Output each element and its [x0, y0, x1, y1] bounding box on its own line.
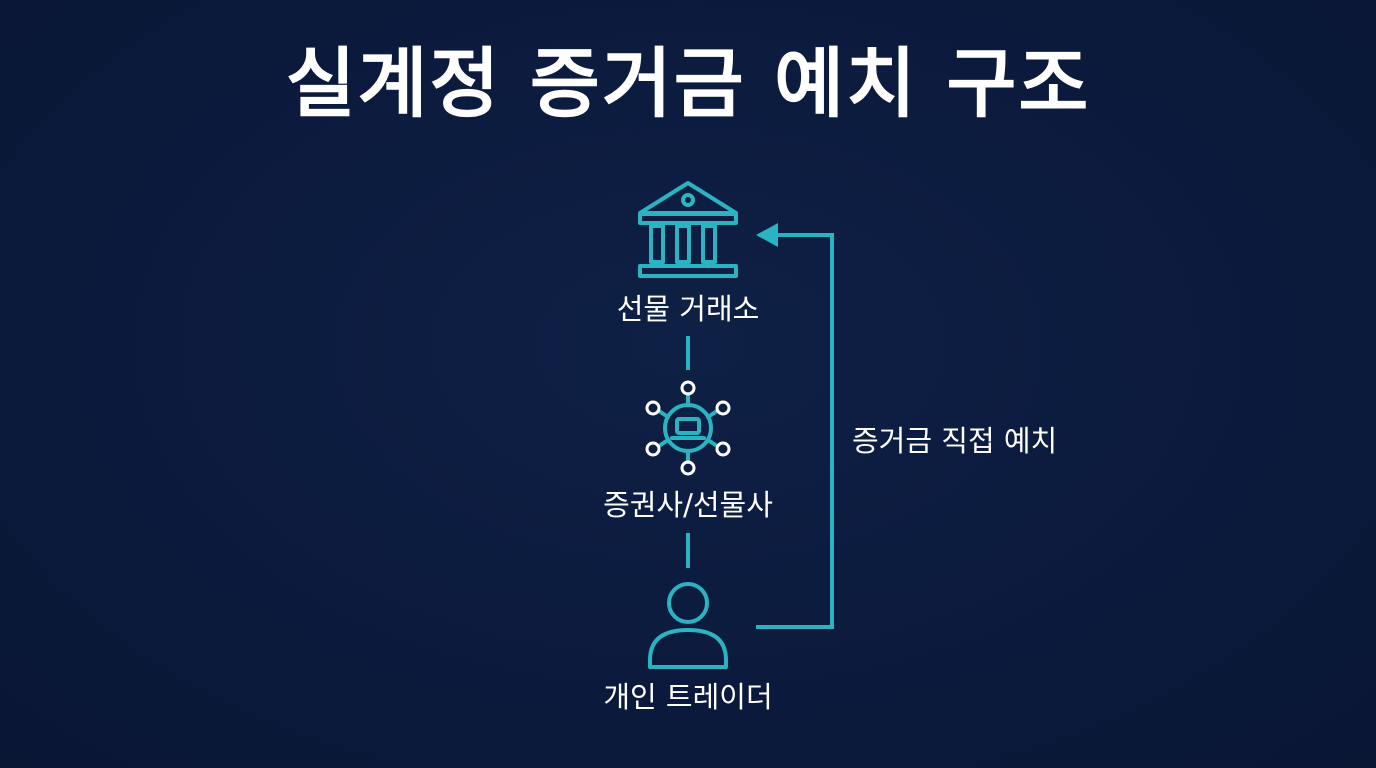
person-icon — [648, 582, 728, 669]
edge-label-margin-deposit: 증거금 직접 예치 — [852, 424, 1058, 458]
edge-trader-exchange — [756, 233, 834, 629]
node-label-broker: 증권사/선물사 — [603, 488, 773, 522]
network-node-dots — [645, 380, 731, 476]
node-label-trader: 개인 트레이더 — [603, 680, 773, 714]
node-label-exchange: 선물 거래소 — [616, 292, 760, 326]
bank-icon — [638, 181, 738, 278]
page-title: 실계정 증거금 예치 구조 — [285, 39, 1091, 128]
arrowhead-icon — [756, 223, 778, 247]
network-hub-icon — [657, 392, 719, 464]
